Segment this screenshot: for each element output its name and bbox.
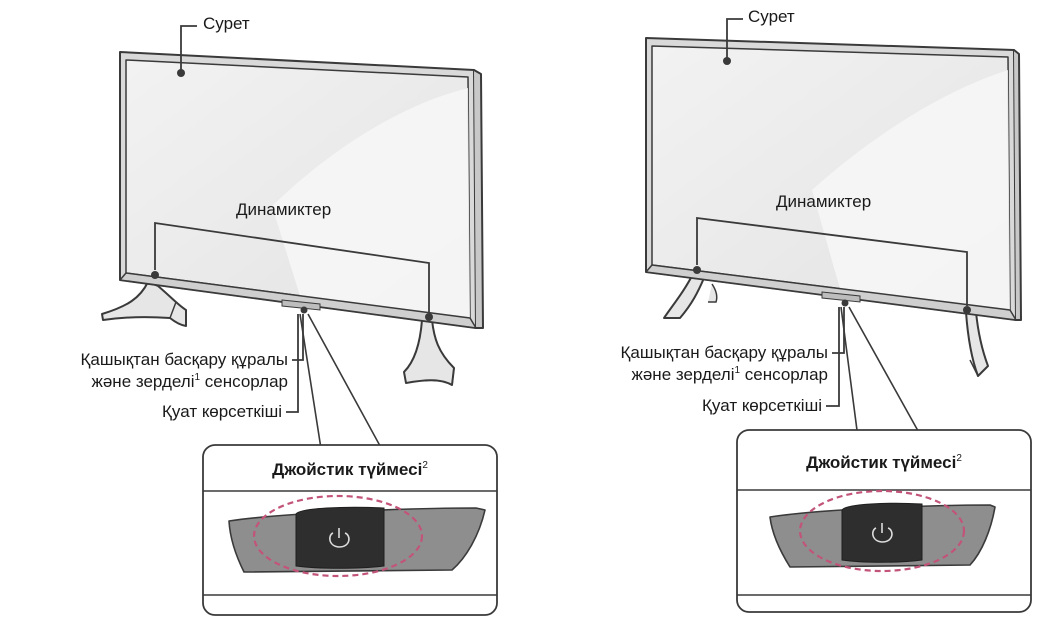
- right-joystick-title: Джойстик түймесі2: [737, 453, 1031, 473]
- right-tv: [645, 18, 1032, 613]
- left-tv-stand-right: [403, 319, 455, 386]
- right-sensor-label-line2: және зерделі1 сенсорлар: [631, 365, 828, 385]
- right-sensor-label-prefix: және зерделі: [631, 365, 735, 384]
- left-joystick-detail-box: [202, 444, 498, 616]
- left-speaker-bracket: [154, 221, 430, 313]
- left-tv-stand-left: [101, 281, 187, 327]
- right-tv-stand-left: [663, 271, 718, 319]
- left-power-callout: [286, 314, 299, 413]
- left-sensor-label-suffix: сенсорлар: [200, 372, 288, 391]
- right-sensor-footnote: 1: [734, 365, 741, 376]
- right-joystick-title-text: Джойстик түймесі: [806, 453, 957, 472]
- right-joystick-detail-box: [736, 429, 1032, 613]
- left-sensor-label-line2: және зерделі1 сенсорлар: [91, 372, 288, 392]
- right-sensor-label-suffix: сенсорлар: [740, 365, 828, 384]
- right-joystick-footnote: 2: [956, 453, 962, 464]
- right-tv-stand-right: [965, 311, 989, 377]
- left-sensor-footnote: 1: [194, 372, 201, 383]
- left-tv: [101, 25, 498, 616]
- left-sensor-label-line1: Қашықтан басқару құралы: [80, 350, 288, 369]
- right-power-callout: [826, 307, 840, 407]
- right-joystick-highlight: [798, 489, 966, 573]
- left-speakers-label: Динамиктер: [236, 200, 332, 219]
- left-power-indicator-label: Қуат көрсеткіші: [162, 402, 282, 421]
- right-picture-callout: [726, 18, 743, 58]
- left-joystick-footnote: 2: [422, 460, 428, 471]
- right-sensor-callout: [832, 307, 845, 354]
- left-picture-callout: [180, 25, 197, 70]
- right-sensor-label-line1: Қашықтан басқару құралы: [620, 343, 828, 362]
- left-joystick-highlight: [252, 494, 424, 578]
- right-picture-label: Сурет: [748, 7, 795, 26]
- left-joystick-title-text: Джойстик түймесі: [272, 460, 423, 479]
- left-sensor-label-prefix: және зерделі: [91, 372, 195, 391]
- right-speakers-label: Динамиктер: [776, 192, 872, 211]
- right-power-indicator-label: Қуат көрсеткіші: [702, 396, 822, 415]
- left-picture-label: Сурет: [203, 14, 250, 33]
- right-speaker-bracket: [696, 216, 968, 306]
- left-joystick-title: Джойстик түймесі2: [203, 460, 497, 480]
